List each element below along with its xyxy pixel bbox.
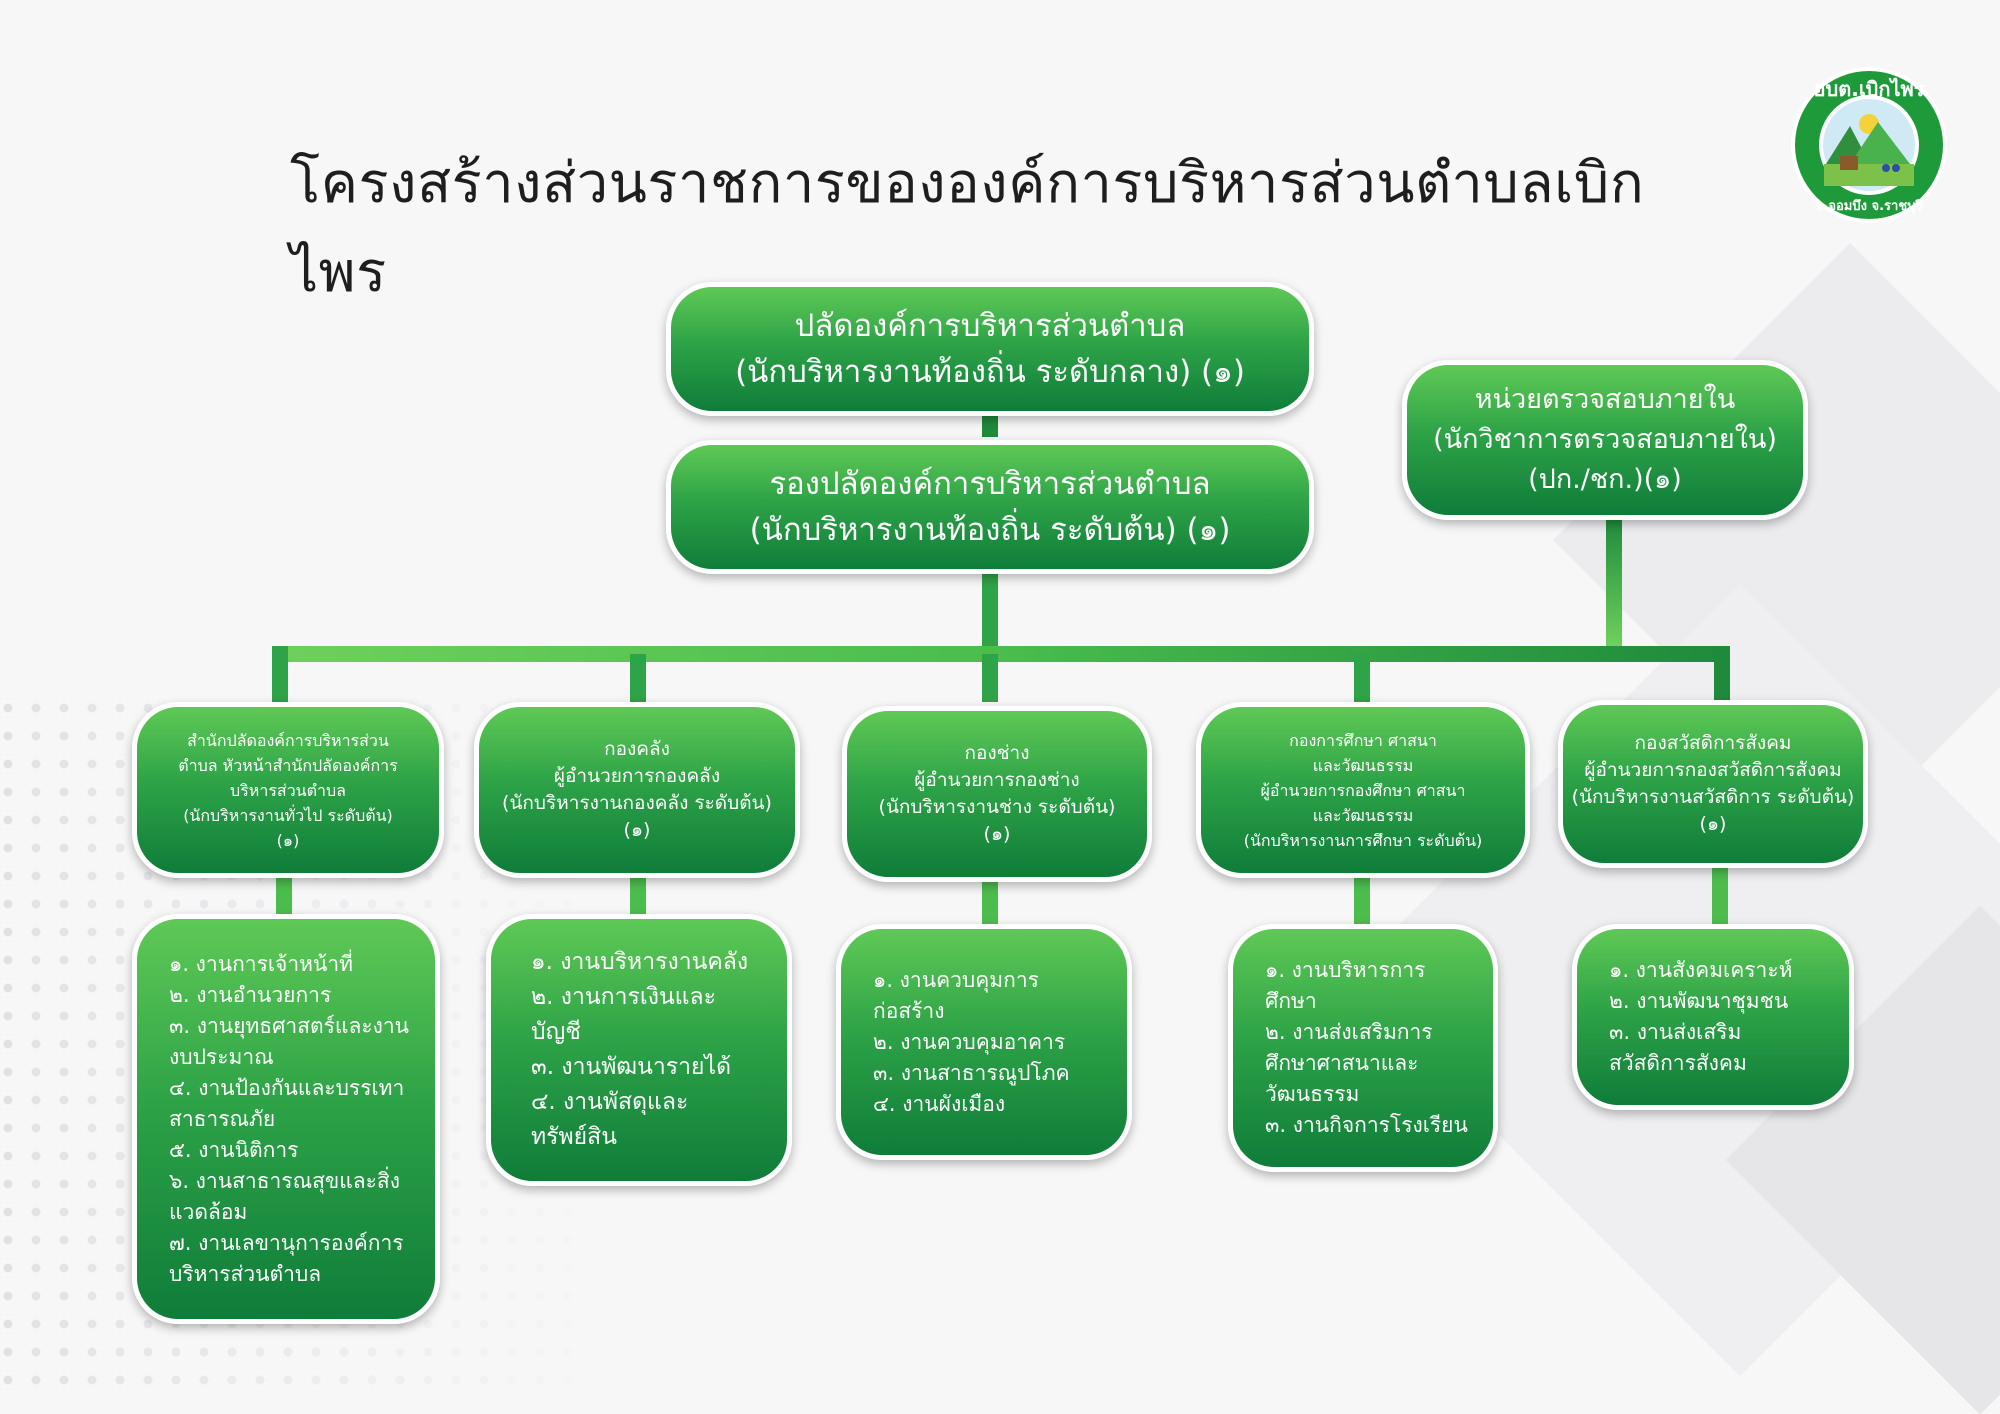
logo: อบต.เบิกไพร อ.จอมบึง จ.ราชบุรี [1788, 64, 1950, 226]
connector-dept-1 [272, 646, 288, 702]
connector-head-deputy [982, 415, 998, 437]
task-item: ๖. งานสาธารณสุขและสิ่ง [169, 1168, 400, 1193]
task-item: ๔. งานป้องกันและบรรเทา [169, 1075, 405, 1100]
connector-tasks-5 [1712, 866, 1728, 926]
department-line: สำนักปลัดองค์การบริหารส่วน [187, 730, 389, 750]
department-line: และวัฒนธรรม [1312, 755, 1414, 775]
department-line: ผู้อำนวยการกองช่าง [914, 769, 1080, 791]
task-item: ทรัพย์สิน [531, 1124, 617, 1150]
connector-tasks-2 [630, 876, 646, 918]
department-line: (๑) [1699, 813, 1727, 835]
head-box: ปลัดองค์การบริหารส่วนตำบล (นักบริหารงานท… [666, 282, 1314, 416]
task-item: ๑. งานบริหารการ [1265, 958, 1426, 982]
head-position: (นักบริหารงานท้องถิ่น ระดับกลาง) (๑) [735, 354, 1245, 390]
connector-main-bus [272, 646, 1730, 662]
logo-text-top: อบต.เบิกไพร [1814, 77, 1925, 101]
department-line: (๑) [276, 830, 300, 850]
connector-dept-5 [1714, 646, 1730, 702]
department-box-finance: กองคลัง ผู้อำนวยการกองคลัง (นักบริหารงาน… [474, 702, 800, 878]
department-line: (๑) [983, 823, 1011, 845]
task-item: ๑. งานการเจ้าหน้าที่ [169, 951, 353, 976]
task-item: ๓. งานยุทธศาสตร์และงาน [169, 1013, 410, 1038]
connector-deputy-bus [982, 574, 998, 654]
task-item: ๓. งานพัฒนารายได้ [531, 1054, 732, 1080]
connector-dept-4 [1354, 654, 1370, 702]
head-title: ปลัดองค์การบริหารส่วนตำบล [794, 308, 1186, 344]
task-item: ศึกษา [1265, 989, 1317, 1013]
audit-position: (นักวิชาการตรวจสอบภายใน) [1433, 424, 1777, 455]
department-line: ผู้อำนวยการกองคลัง [553, 765, 721, 787]
task-item: ๕. งานนิติการ [169, 1137, 299, 1162]
task-item: ๓. งานส่งเสริม [1609, 1020, 1742, 1044]
task-item: ศึกษาศาสนาและ [1265, 1051, 1419, 1075]
task-list-welfare: ๑. งานสังคมเคราะห์ ๒. งานพัฒนาชุมชน ๓. ง… [1572, 924, 1854, 1110]
task-item: ๓. งานกิจการโรงเรียน [1265, 1113, 1468, 1137]
department-line: กองคลัง [604, 738, 670, 760]
department-line: ตำบล หัวหน้าสำนักปลัดองค์การ [178, 755, 398, 775]
department-line: กองการศึกษา ศาสนา [1289, 730, 1437, 750]
connector-tasks-1 [276, 876, 292, 918]
task-item: ๑. งานควบคุมการ [873, 967, 1039, 992]
task-item: ๒. งานพัฒนาชุมชน [1609, 989, 1789, 1013]
task-item: ก่อสร้าง [873, 998, 945, 1023]
task-item: ๒. งานอำนวยการ [169, 982, 332, 1007]
department-line: และวัฒนธรรม [1312, 805, 1414, 825]
task-item: สาธารณภัย [169, 1106, 276, 1131]
department-line: กองช่าง [964, 742, 1030, 764]
task-item: ๒. งานการเงินและ [531, 984, 716, 1010]
task-item: บัญชี [531, 1019, 581, 1045]
department-line: (นักบริหารงานกองคลัง ระดับต้น) [502, 792, 772, 814]
task-item: งบประมาณ [169, 1044, 274, 1069]
connector-tasks-4 [1354, 876, 1370, 924]
task-list-engineering: ๑. งานควบคุมการ ก่อสร้าง ๒. งานควบคุมอาค… [836, 924, 1132, 1160]
deputy-box: รองปลัดองค์การบริหารส่วนตำบล (นักบริหารง… [666, 440, 1314, 574]
department-box-welfare: กองสวัสดิการสังคม ผู้อำนวยการกองสวัสดิกา… [1558, 700, 1868, 868]
logo-text-bottom: อ.จอมบึง จ.ราชบุรี [1816, 198, 1923, 214]
deputy-position: (นักบริหารงานท้องถิ่น ระดับต้น) (๑) [749, 512, 1231, 548]
department-line: ผู้อำนวยการกองสวัสดิการสังคม [1584, 759, 1842, 781]
department-line: บริหารส่วนตำบล [230, 780, 346, 800]
audit-title: หน่วยตรวจสอบภายใน [1474, 384, 1736, 415]
connector-dept-3 [982, 654, 998, 702]
department-line: กองสวัสดิการสังคม [1634, 732, 1792, 754]
task-list-finance: ๑. งานบริหารงานคลัง ๒. งานการเงินและ บัญ… [486, 914, 792, 1186]
task-item: บริหารส่วนตำบล [169, 1261, 322, 1286]
audit-grade: (ปก./ชก.)(๑) [1528, 464, 1682, 495]
department-line: (๑) [623, 819, 651, 841]
department-box-engineering: กองช่าง ผู้อำนวยการกองช่าง (นักบริหารงาน… [842, 706, 1152, 882]
department-line: (นักบริหารงานทั่วไป ระดับต้น) [183, 805, 393, 825]
task-item: ๑. งานสังคมเคราะห์ [1609, 958, 1793, 982]
department-line: (นักบริหารงานช่าง ระดับต้น) [878, 796, 1116, 818]
page-title: โครงสร้างส่วนราชการขององค์การบริหารส่วนต… [290, 151, 1645, 305]
department-line: (นักบริหารงานการศึกษา ระดับต้น) [1243, 830, 1483, 850]
task-item: ๓. งานสาธารณูปโภค [873, 1060, 1070, 1085]
department-box-office: สำนักปลัดองค์การบริหารส่วน ตำบล หัวหน้าส… [132, 702, 444, 878]
task-item: แวดล้อม [169, 1199, 248, 1224]
department-box-education: กองการศึกษา ศาสนา และวัฒนธรรม ผู้อำนวยกา… [1196, 702, 1530, 878]
task-item: ๒. งานส่งเสริมการ [1265, 1020, 1433, 1044]
task-item: ๒. งานควบคุมอาคาร [873, 1029, 1066, 1054]
task-item: ๔. งานผังเมือง [873, 1091, 1006, 1116]
task-list-education: ๑. งานบริหารการ ศึกษา ๒. งานส่งเสริมการ … [1228, 924, 1498, 1172]
task-list-office: ๑. งานการเจ้าหน้าที่ ๒. งานอำนวยการ ๓. ง… [132, 914, 440, 1324]
task-item: ๗. งานเลขานุการองค์การ [169, 1230, 404, 1255]
department-line: ผู้อำนวยการกองศึกษา ศาสนา [1260, 780, 1466, 800]
audit-box: หน่วยตรวจสอบภายใน (นักวิชาการตรวจสอบภายใ… [1402, 360, 1808, 520]
department-line: (นักบริหารงานสวัสดิการ ระดับต้น) [1571, 786, 1855, 808]
connector-dept-2 [630, 654, 646, 702]
task-item: วัฒนธรรม [1265, 1082, 1360, 1106]
task-item: ๑. งานบริหารงานคลัง [531, 949, 749, 975]
task-item: สวัสดิการสังคม [1609, 1051, 1747, 1075]
connector-tasks-3 [982, 876, 998, 924]
deputy-title: รองปลัดองค์การบริหารส่วนตำบล [769, 466, 1211, 502]
connector-audit [1606, 518, 1622, 646]
task-item: ๔. งานพัสดุและ [531, 1089, 689, 1115]
organization-seal-icon: อบต.เบิกไพร อ.จอมบึง จ.ราชบุรี [1791, 67, 1947, 223]
